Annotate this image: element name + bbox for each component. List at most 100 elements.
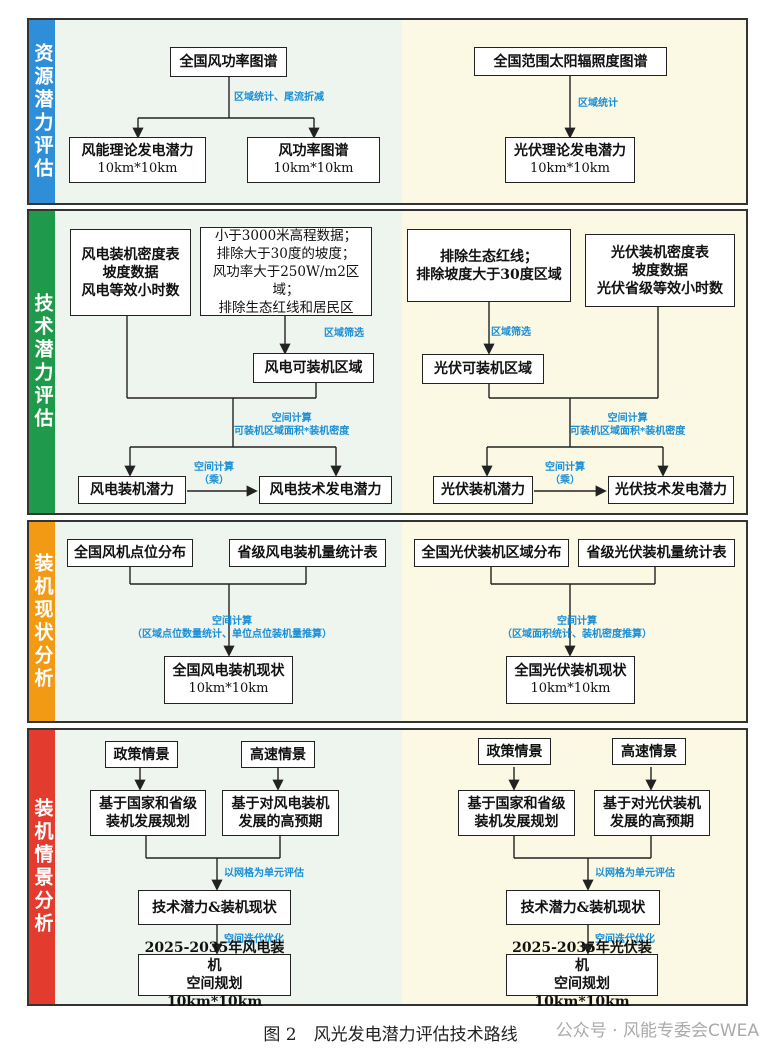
solar-density-line3: 光伏省级等效小时数 [597, 280, 723, 297]
solar-calc-line1: 空间计算 [607, 413, 648, 424]
solar-status-calc-line1: 空间计算 [557, 616, 597, 627]
wind-grid-label: 以网格为单元评估 [224, 868, 304, 879]
section-title-resource: 资源潜力评估 [29, 20, 55, 203]
solar-tech-box: 光伏技术发电潜力 [608, 476, 734, 504]
wind-power-density-text: 风功率图谱 [278, 143, 349, 159]
wind-installable-box: 风电可装机区域 [253, 353, 374, 383]
figure-caption: 图 2 风光发电潜力评估技术路线 [263, 1025, 518, 1045]
solar-regions-text: 全国光伏装机区域分布 [421, 545, 562, 561]
solar-calc-label: 空间计算 可装机区域面积*装机密度 [570, 412, 685, 438]
solar-theory-box: 光伏理论发电潜力 10km*10km [505, 137, 635, 183]
solar-regions-box: 全国光伏装机区域分布 [414, 539, 569, 567]
solar-density-line1: 光伏装机密度表 [611, 244, 709, 261]
section-title-status: 装机现状分析 [29, 522, 55, 721]
solar-irradiance-map-text: 全国范围太阳辐照度图谱 [493, 53, 648, 70]
section-title-scenario: 装机情景分析 [29, 730, 55, 1004]
solar-stats-text: 省级光伏装机量统计表 [586, 545, 727, 561]
solar-installable-text: 光伏可装机区域 [434, 361, 532, 377]
wind-region-stats-label: 区域统计、尾流折减 [234, 92, 324, 103]
wind-power-density-box: 风功率图谱 10km*10km [247, 137, 380, 183]
solar-mult-line1: 空间计算 [545, 462, 585, 473]
wind-calc-line2: 可装机区域面积*装机密度 [234, 426, 350, 437]
wind-exclusion-line2: 排除大于30度的坡度； [216, 245, 356, 262]
wind-power-map-text: 全国风功率图谱 [179, 54, 278, 70]
wind-calc-label: 空间计算 可装机区域面积*装机密度 [234, 412, 349, 438]
wind-expect-box: 基于对风电装机 发展的高预期 [222, 790, 339, 836]
solar-combo-text: 技术潜力&装机现状 [520, 899, 646, 916]
solar-fast-box: 高速情景 [612, 738, 686, 765]
solar-filter-label: 区域筛选 [491, 327, 531, 338]
solar-grid-label: 以网格为单元评估 [595, 868, 675, 879]
wind-density-box: 风电装机密度表 坡度数据 风电等效小时数 [70, 229, 191, 316]
solar-theory-res: 10km*10km [530, 161, 610, 176]
wind-status-calc-line2: （区域点位数量统计、单位点位装机量推算） [132, 629, 332, 640]
wind-tech-text: 风电技术发电潜力 [269, 482, 382, 498]
solar-policy-text: 政策情景 [486, 743, 543, 760]
wind-stats-box: 省级风电装机量统计表 [229, 539, 386, 567]
wind-exclusion-line4: 排除生态红线和居民区 [218, 299, 354, 316]
wind-plan-line1: 基于国家和省级 [99, 796, 197, 812]
wind-density-line2: 坡度数据 [102, 264, 159, 281]
wind-mult-label: 空间计算 （乘） [194, 461, 234, 487]
wind-power-density-res: 10km*10km [273, 161, 354, 176]
wind-plan-line2: 装机发展规划 [106, 814, 190, 830]
solar-status-res: 10km*10km [530, 681, 611, 696]
wind-calc-line1: 空间计算 [271, 413, 312, 424]
wind-theory-res: 10km*10km [97, 161, 178, 176]
solar-status-text: 全国光伏装机现状 [514, 663, 627, 679]
wind-exclusion-box: 小于3000米高程数据； 排除大于30度的坡度； 风功率大于250W/m2区域；… [200, 227, 372, 316]
wind-points-text: 全国风机点位分布 [74, 545, 186, 561]
wind-capacity-text: 风电装机潜力 [90, 482, 174, 498]
wind-expect-line2: 发展的高预期 [238, 814, 323, 830]
wind-result-box: 2025-2035年风电装机 空间规划10km*10km [138, 940, 291, 1010]
solar-status-calc-label: 空间计算 （区域面积统计、装机密度推算） [502, 615, 652, 641]
section-title-technical: 技术潜力评估 [29, 211, 55, 513]
wind-density-line1: 风电装机密度表 [81, 246, 180, 263]
solar-combo-box: 技术潜力&装机现状 [506, 890, 660, 925]
wind-fast-box: 高速情景 [241, 741, 315, 768]
wind-density-line3: 风电等效小时数 [81, 282, 180, 299]
wind-exclusion-line3: 风功率大于250W/m2区域； [212, 263, 360, 298]
wind-expect-line1: 基于对风电装机 [231, 796, 330, 812]
wind-policy-box: 政策情景 [105, 741, 178, 768]
wind-installable-text: 风电可装机区域 [264, 360, 363, 376]
wind-policy-text: 政策情景 [113, 746, 170, 763]
solar-iter-label: 空间迭代优化 [595, 934, 655, 945]
solar-plan-line2: 装机发展规划 [474, 814, 559, 830]
wind-exclusion-line1: 小于3000米高程数据； [214, 227, 358, 244]
wind-tech-box: 风电技术发电潜力 [259, 476, 392, 504]
wind-plan-box: 基于国家和省级 装机发展规划 [90, 790, 206, 836]
solar-expect-line1: 基于对光伏装机 [603, 796, 701, 812]
wind-theory-text: 风能理论发电潜力 [81, 143, 194, 159]
solar-exclusion-box: 排除生态红线； 排除坡度大于30度区域 [407, 229, 571, 302]
solar-capacity-box: 光伏装机潜力 [433, 476, 533, 504]
wind-combo-box: 技术潜力&装机现状 [138, 890, 291, 925]
solar-irradiance-map-box: 全国范围太阳辐照度图谱 [474, 47, 667, 76]
solar-density-box: 光伏装机密度表 坡度数据 光伏省级等效小时数 [585, 234, 735, 307]
solar-theory-text: 光伏理论发电潜力 [514, 143, 626, 159]
solar-mult-line2: （乘） [550, 475, 580, 486]
solar-fast-text: 高速情景 [621, 743, 677, 760]
wind-result-line1: 2025-2035年风电装机 [144, 940, 285, 974]
solar-installable-box: 光伏可装机区域 [422, 354, 544, 384]
solar-expect-line2: 发展的高预期 [610, 814, 694, 830]
wind-points-box: 全国风机点位分布 [67, 539, 193, 567]
watermark: 公众号 · 风能专委会CWEA [555, 1021, 759, 1041]
wind-mult-line1: 空间计算 [194, 462, 234, 473]
solar-exclusion-line1: 排除生态红线； [440, 248, 538, 265]
solar-density-line2: 坡度数据 [632, 262, 688, 279]
wind-iter-label: 空间迭代优化 [224, 934, 284, 945]
wind-stats-text: 省级风电装机量统计表 [237, 545, 378, 561]
wind-status-calc-label: 空间计算 （区域点位数量统计、单位点位装机量推算） [119, 615, 345, 641]
solar-capacity-text: 光伏装机潜力 [441, 482, 525, 498]
solar-status-calc-line2: （区域面积统计、装机密度推算） [502, 629, 652, 640]
wind-filter-label: 区域筛选 [324, 328, 364, 339]
wind-power-map-box: 全国风功率图谱 [170, 47, 287, 77]
solar-stats-box: 省级光伏装机量统计表 [578, 539, 735, 567]
wind-result-line2: 空间规划10km*10km [166, 976, 263, 1010]
solar-status-box: 全国光伏装机现状 10km*10km [506, 656, 635, 704]
wind-theory-box: 风能理论发电潜力 10km*10km [69, 137, 206, 183]
solar-tech-text: 光伏技术发电潜力 [615, 482, 727, 498]
solar-result-box: 2025-2035年光伏装机 空间规划10km*10km [506, 940, 658, 1010]
